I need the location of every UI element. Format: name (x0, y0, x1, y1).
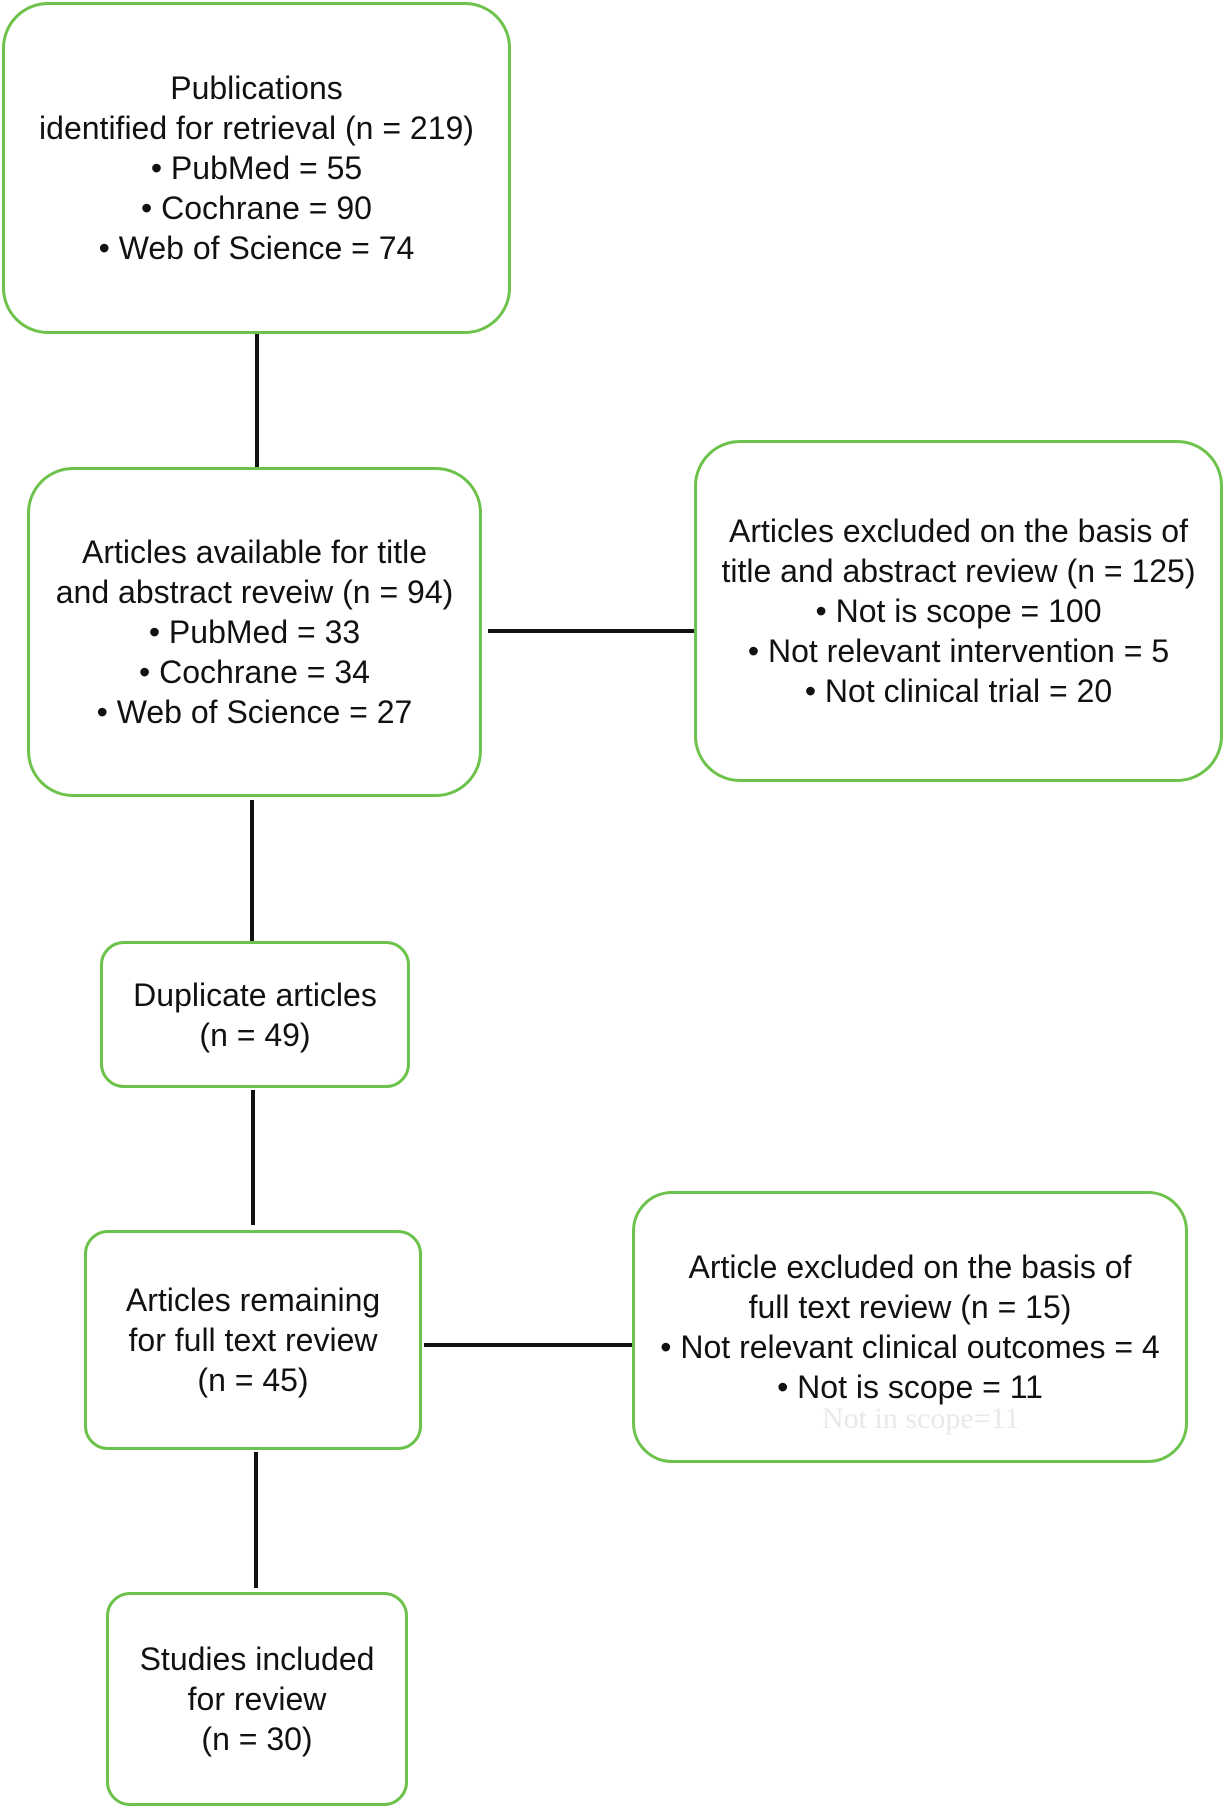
excluded-abstract-not-relevant-intervention: • Not relevant intervention = 5 (747, 633, 1170, 669)
remaining-count: (n = 45) (197, 1362, 309, 1398)
available-cochrane: • Cochrane = 34 (139, 654, 370, 690)
studies-included-box: Studies included for review (n = 30) (106, 1592, 408, 1806)
publications-title: Publications (170, 70, 343, 106)
available-title-line2: and abstract reveiw (n = 94) (55, 574, 454, 610)
duplicate-count: (n = 49) (199, 1016, 311, 1053)
publications-cochrane: • Cochrane = 90 (141, 190, 372, 226)
publications-web-of-science: • Web of Science = 74 (98, 230, 415, 266)
excluded-fulltext-not-in-scope: • Not is scope = 11 (777, 1369, 1043, 1405)
excluded-abstract-box: Articles excluded on the basis of title … (694, 440, 1223, 782)
remaining-title-line1: Articles remaining (125, 1282, 381, 1318)
connector-duplicate-to-remaining (251, 1090, 255, 1225)
connector-available-to-duplicate (250, 800, 254, 942)
available-pubmed: • PubMed = 33 (148, 614, 361, 650)
articles-remaining-box: Articles remaining for full text review … (84, 1230, 422, 1450)
publications-pubmed: • PubMed = 55 (150, 150, 363, 186)
included-title-line1: Studies included (139, 1641, 375, 1677)
available-web-of-science: • Web of Science = 27 (96, 694, 413, 730)
connector-available-to-excluded-abstract (488, 629, 694, 633)
publications-total: identified for retrieval (n = 219) (39, 110, 474, 146)
excluded-fulltext-ghost-text: Not in scope=11 (822, 1402, 1020, 1435)
remaining-title-line2: for full text review (128, 1322, 378, 1358)
excluded-fulltext-not-relevant-outcomes: • Not relevant clinical outcomes = 4 (660, 1329, 1160, 1365)
connector-publications-to-available (255, 332, 259, 470)
duplicate-title: Duplicate articles (133, 976, 377, 1013)
excluded-fulltext-box: Article excluded on the basis of full te… (632, 1191, 1188, 1463)
excluded-fulltext-title-line1: Article excluded on the basis of (688, 1249, 1132, 1285)
excluded-abstract-not-clinical-trial: • Not clinical trial = 20 (804, 673, 1113, 709)
duplicate-articles-box: Duplicate articles (n = 49) (100, 941, 410, 1088)
excluded-abstract-title-line2: title and abstract review (n = 125) (721, 553, 1196, 589)
connector-remaining-to-included (254, 1452, 258, 1588)
publications-identified-box: Publications identified for retrieval (n… (2, 2, 511, 334)
included-title-line2: for review (187, 1681, 327, 1717)
available-title-line1: Articles available for title (81, 534, 428, 570)
articles-available-box: Articles available for title and abstrac… (27, 467, 482, 797)
excluded-fulltext-title-line2: full text review (n = 15) (748, 1289, 1072, 1325)
included-count: (n = 30) (201, 1721, 313, 1757)
excluded-abstract-title-line1: Articles excluded on the basis of (729, 513, 1188, 549)
connector-remaining-to-excluded-fulltext (424, 1343, 632, 1347)
excluded-abstract-not-in-scope: • Not is scope = 100 (815, 593, 1102, 629)
